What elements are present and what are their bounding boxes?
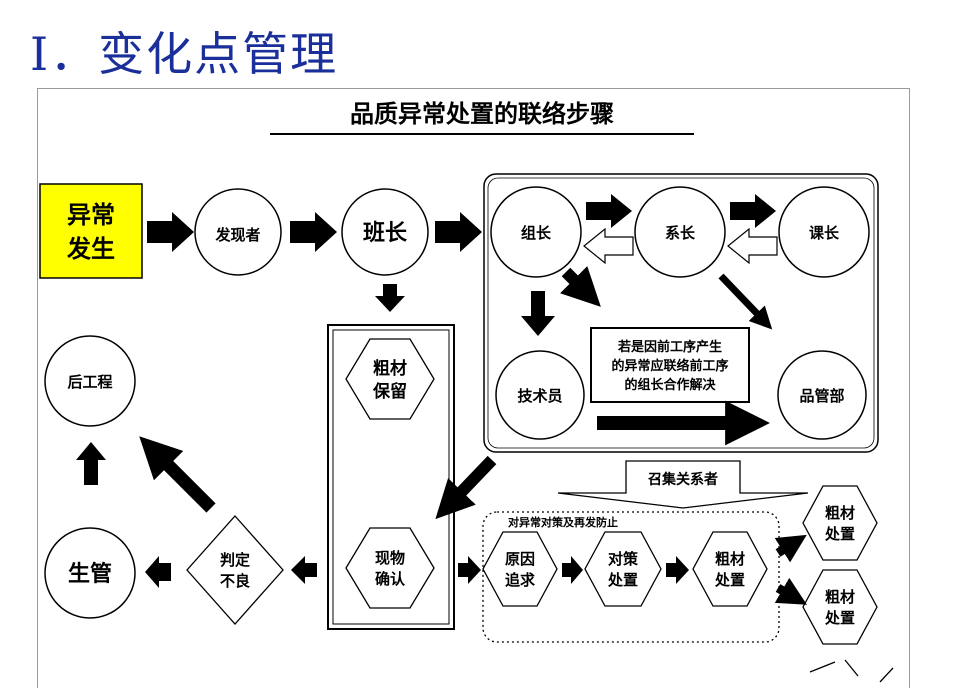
arrow-team-leader-to-note (560, 266, 601, 307)
arrow-cause-to-measure (562, 556, 583, 584)
quality-dept-node (777, 350, 867, 440)
arrow-team-to-section-chief (586, 194, 632, 228)
abnormal-occurrence-label-1: 异常 (67, 200, 115, 229)
discoverer-label: 发现者 (214, 226, 260, 244)
arrow-group-to-confirm (435, 455, 497, 520)
material-outcome-2-node (802, 569, 878, 645)
shift-leader-label: 班长 (363, 220, 408, 246)
return-arrow-section-to-team (583, 227, 634, 265)
physical-confirm-label-2: 确认 (375, 570, 406, 588)
convene-label: 召集关系者 (648, 471, 718, 488)
cause-analysis-node (482, 531, 558, 607)
arrow-material-to-outcome-2 (774, 577, 807, 605)
diagram-frame (37, 88, 910, 688)
arrow-section-to-quality (718, 273, 773, 330)
team-leader-node (490, 186, 582, 278)
material-outcome-1-node (802, 485, 878, 561)
arrow-judge-to-production-control (145, 556, 171, 588)
diagram-title: 品质异常处置的联络步骤 (270, 94, 694, 135)
discoverer-node (194, 188, 282, 276)
hold-confirm-inner-box (332, 329, 450, 625)
arrow-section-to-department-chief (730, 194, 776, 228)
arrow-shift-leader-to-team-leader (435, 212, 482, 252)
judge-defect-label-1: 判定 (220, 551, 250, 569)
upstream-note-line-2: 的异常应联络前工序 (611, 358, 728, 374)
cropped-decoration (809, 659, 894, 683)
return-arrow-department-to-section (727, 227, 778, 265)
arrow-material-to-outcome-1 (774, 534, 807, 563)
section-chief-node (634, 186, 726, 278)
arrow-abnormal-to-discoverer (147, 212, 194, 252)
material-outcome-1-label-2: 处置 (824, 525, 855, 543)
countermeasure-label-2: 处置 (607, 571, 638, 589)
production-control-label: 生管 (68, 561, 112, 587)
physical-confirm-label-1: 现物 (375, 549, 405, 567)
shift-leader-node (341, 188, 429, 276)
material-outcome-2-label-2: 处置 (824, 609, 855, 627)
team-leader-label: 组长 (521, 224, 552, 242)
countermeasure-caption: 对异常对策及再发防止 (508, 515, 618, 529)
arrow-shift-leader-to-hold (375, 284, 405, 312)
material-hold-label-2: 保留 (372, 381, 407, 402)
cause-analysis-label-2: 追求 (505, 571, 536, 589)
department-chief-label: 课长 (809, 224, 840, 242)
arrow-confirm-to-judge (291, 556, 317, 584)
upstream-note-line-1: 若是因前工序产生 (617, 339, 722, 355)
material-handling-label-2: 处置 (714, 571, 745, 589)
management-group-inner-box (487, 177, 875, 449)
upstream-note-line-3: 的组长合作解决 (624, 377, 716, 393)
management-group-box (483, 173, 879, 453)
abnormal-occurrence-box (39, 183, 143, 279)
countermeasure-group-box (482, 511, 780, 643)
arrow-team-leader-to-technician (521, 291, 555, 336)
material-hold-node (345, 338, 435, 420)
countermeasure-label-1: 对策 (608, 550, 639, 568)
technician-label: 技术员 (517, 387, 562, 405)
production-control-node (44, 527, 136, 619)
abnormal-occurrence-label-2: 发生 (66, 234, 115, 263)
convene-banner-arrow (557, 460, 809, 509)
department-chief-node (778, 186, 870, 278)
arrow-measure-to-material (666, 556, 689, 584)
downstream-process-node (44, 335, 136, 427)
arrow-confirm-to-cause (458, 556, 481, 584)
material-handling-label-1: 粗材 (715, 550, 745, 568)
material-outcome-2-label-1: 粗材 (825, 588, 855, 606)
countermeasure-node (584, 531, 662, 607)
judge-defect-label-2: 不良 (220, 572, 250, 590)
upstream-note-box (590, 327, 750, 403)
hold-confirm-box (327, 324, 455, 630)
physical-confirm-node (345, 527, 435, 609)
material-handling-node (692, 531, 768, 607)
arrow-production-control-to-downstream (76, 442, 106, 485)
quality-dept-label: 品管部 (799, 387, 844, 405)
section-chief-label: 系长 (665, 224, 696, 242)
material-hold-label-1: 粗材 (373, 358, 407, 379)
cause-analysis-label-1: 原因 (505, 550, 535, 568)
downstream-process-label: 后工程 (67, 373, 112, 391)
page-title: Ⅰ．变化点管理 (30, 27, 339, 81)
material-outcome-1-label-1: 粗材 (825, 504, 855, 522)
arrow-judge-to-downstream (139, 436, 216, 513)
judge-defect-node (186, 515, 284, 625)
arrow-discoverer-to-shift-leader (290, 212, 337, 252)
technician-node (495, 350, 585, 440)
